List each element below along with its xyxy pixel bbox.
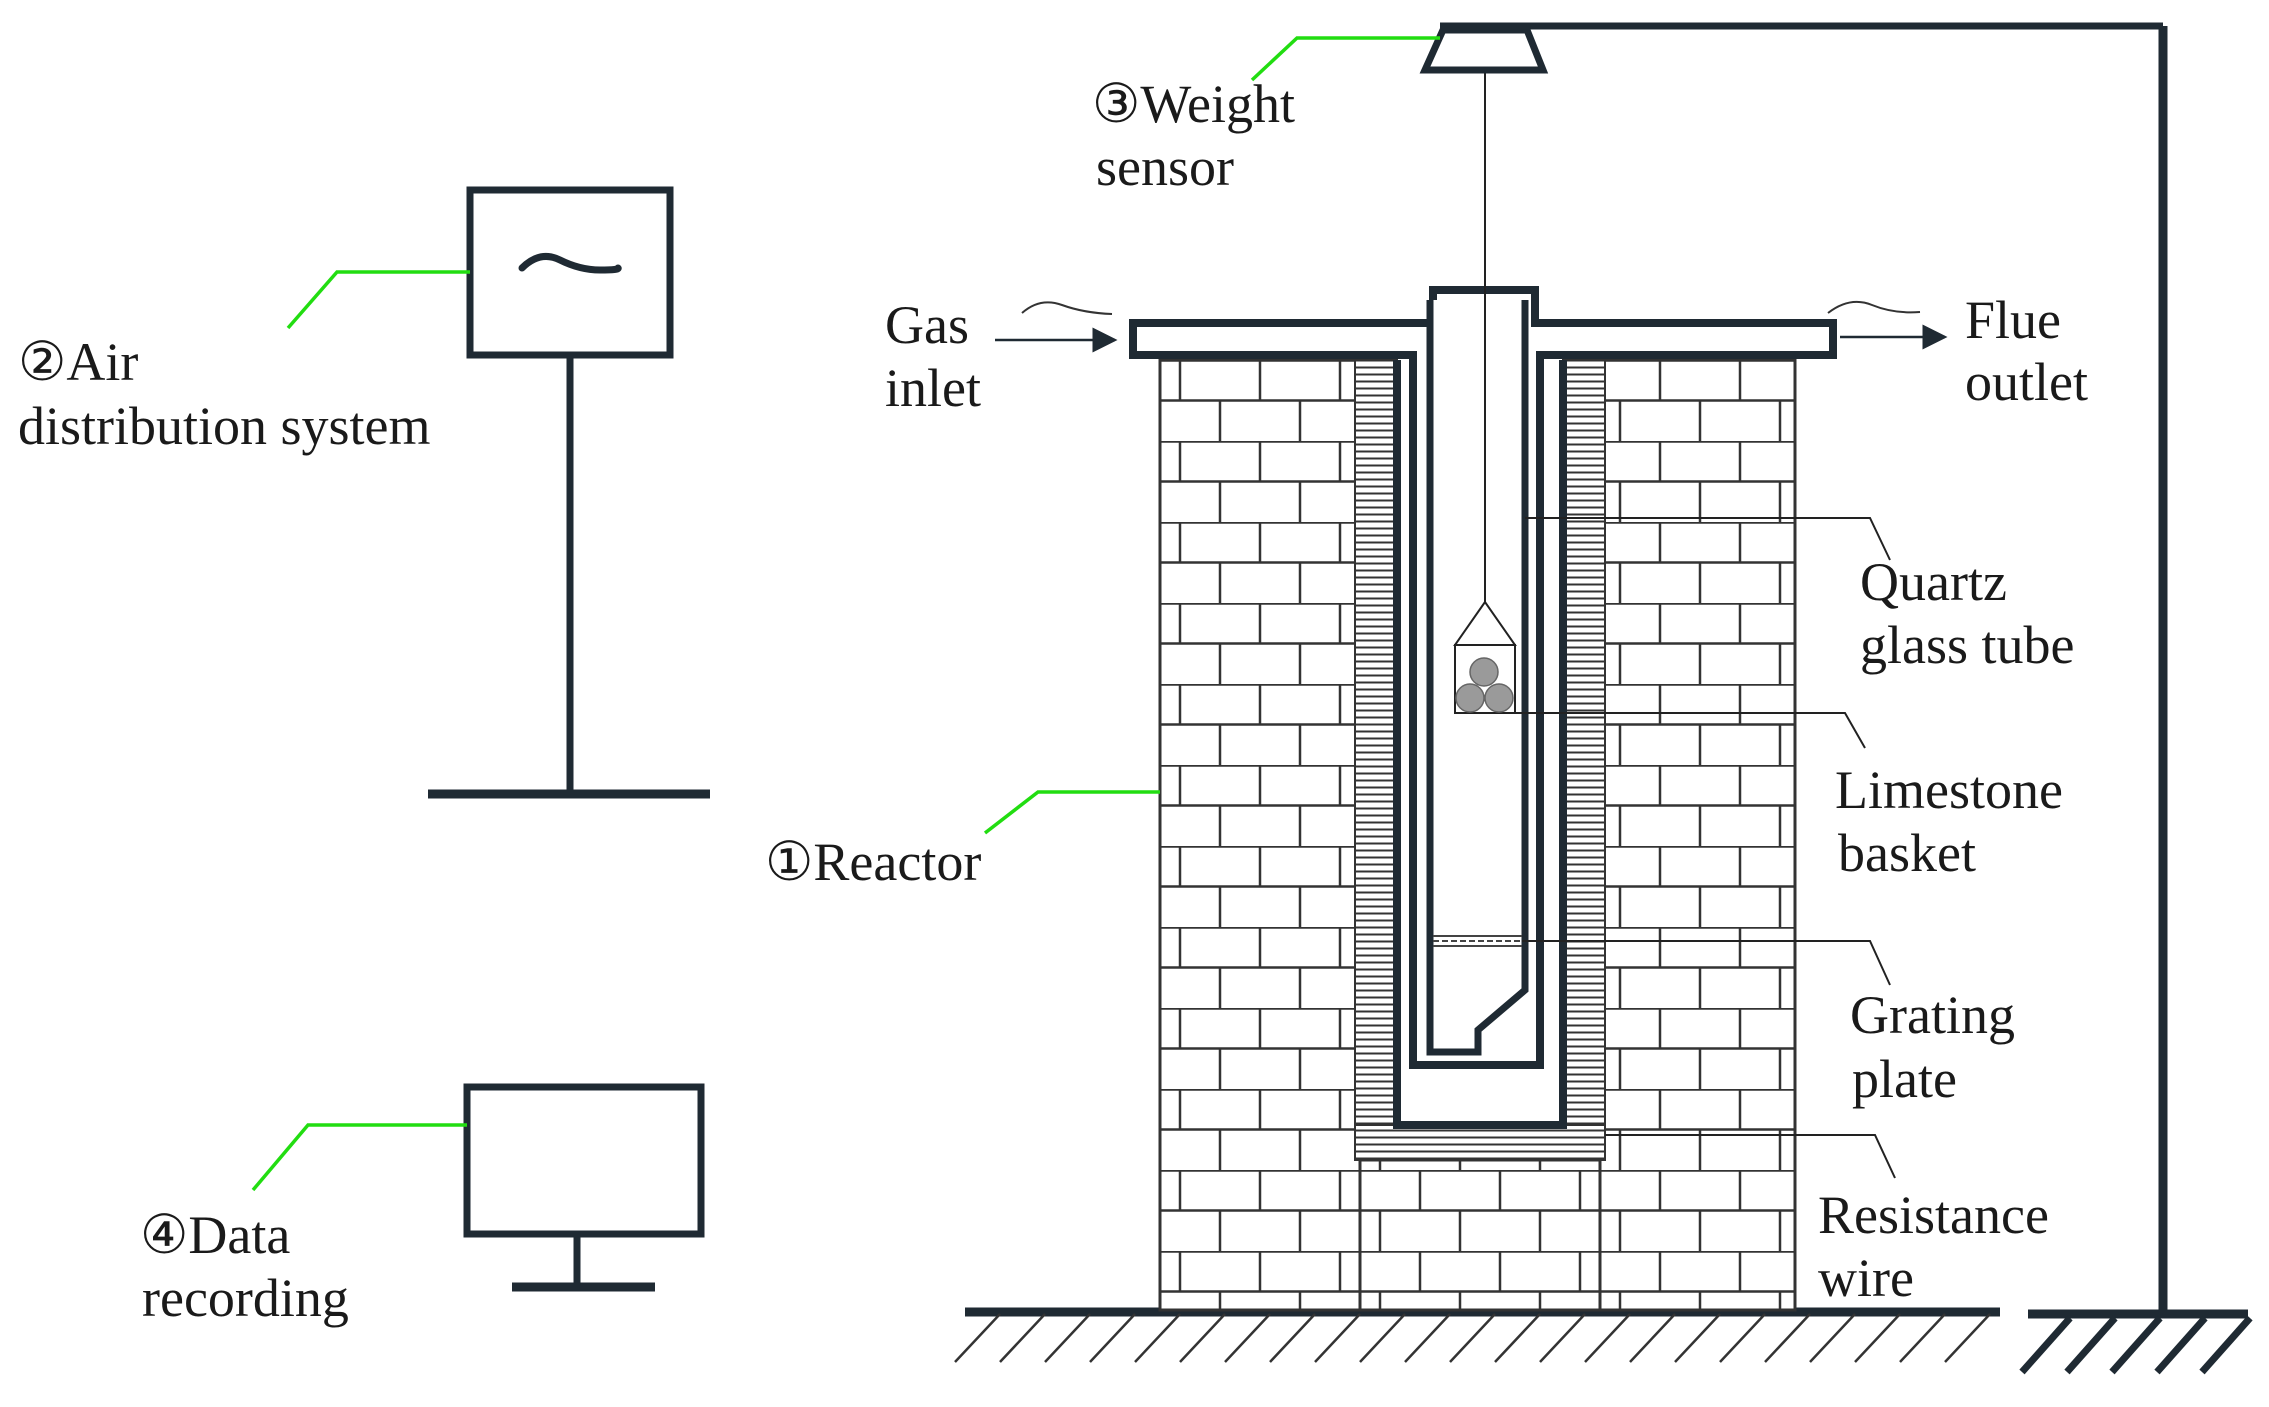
hatch-stroke <box>1404 1313 1451 1363</box>
hatch-stroke <box>1314 1313 1361 1363</box>
grating-plate <box>1433 935 1522 947</box>
diagram-labels: ③Weight sensor ②Air distribution system … <box>18 74 2088 1328</box>
limestone-basket <box>1453 70 1517 714</box>
hatch-stroke <box>1584 1313 1631 1363</box>
hatch-stroke <box>1629 1313 1676 1363</box>
hatch-stroke <box>1809 1313 1856 1363</box>
green-leader-lines <box>251 36 1440 1192</box>
hatch-stroke <box>1179 1313 1226 1363</box>
hatch-stroke <box>1764 1313 1811 1363</box>
label-weight-sensor-2: sensor <box>1096 137 1234 197</box>
air-distribution-system <box>428 186 710 799</box>
label-data-recording-1: ④Data <box>140 1205 290 1265</box>
hatch-stroke <box>1944 1313 1991 1363</box>
hatch-stroke <box>2019 1315 2073 1375</box>
monitor-icon <box>463 1083 705 1238</box>
label-flue-outlet-2: outlet <box>1965 352 2088 412</box>
hatch-stroke <box>1494 1313 1541 1363</box>
hatch-stroke <box>1269 1313 1316 1363</box>
hatch-stroke <box>1854 1313 1901 1363</box>
ground-hatching <box>954 1313 1991 1363</box>
hatch-stroke <box>2154 1315 2208 1375</box>
label-weight-sensor-1: ③Weight <box>1092 74 1295 134</box>
label-limestone-basket-1: Limestone <box>1835 760 2063 820</box>
hatch-stroke <box>1449 1313 1496 1363</box>
weight-sensor <box>1419 22 2253 1375</box>
hatch-stroke <box>1719 1313 1766 1363</box>
hatch-stroke <box>1539 1313 1586 1363</box>
label-gas-inlet-1: Gas <box>885 295 969 355</box>
label-air-distribution-1: ②Air <box>18 332 138 392</box>
tilde-wave-icon <box>518 252 622 274</box>
label-resistance-wire-2: wire <box>1818 1248 1914 1308</box>
hatch-stroke <box>1089 1313 1136 1363</box>
hatch-stroke <box>2064 1315 2118 1375</box>
label-grating-plate-1: Grating <box>1850 985 2015 1045</box>
hatch-stroke <box>1044 1313 1091 1363</box>
black-leader-lines <box>1515 517 1896 1179</box>
label-quartz-tube-2: glass tube <box>1860 615 2074 675</box>
label-gas-inlet-2: inlet <box>885 358 981 418</box>
label-limestone-basket-2: basket <box>1838 823 1976 883</box>
hatch-stroke <box>1134 1313 1181 1363</box>
gas-flow-arrows <box>995 300 1948 353</box>
label-resistance-wire-1: Resistance <box>1818 1185 2049 1245</box>
label-air-distribution-2: distribution system <box>18 396 431 456</box>
label-quartz-tube-1: Quartz <box>1860 552 2007 612</box>
hatch-stroke <box>2199 1315 2253 1375</box>
label-grating-plate-2: plate <box>1852 1049 1957 1109</box>
label-data-recording-2: recording <box>142 1268 349 1328</box>
stand-foot-hatching <box>2019 1315 2253 1375</box>
hatch-stroke <box>1359 1313 1406 1363</box>
hatch-stroke <box>1224 1313 1271 1363</box>
hatch-stroke <box>999 1313 1046 1363</box>
hatch-stroke <box>1674 1313 1721 1363</box>
hatch-stroke <box>954 1313 1001 1363</box>
hatch-stroke <box>1899 1313 1946 1363</box>
label-reactor: ①Reactor <box>765 832 981 892</box>
ground <box>954 1307 2000 1363</box>
data-recording-monitor <box>463 1083 705 1292</box>
hatch-stroke <box>2109 1315 2163 1375</box>
label-flue-outlet-1: Flue <box>1965 290 2061 350</box>
